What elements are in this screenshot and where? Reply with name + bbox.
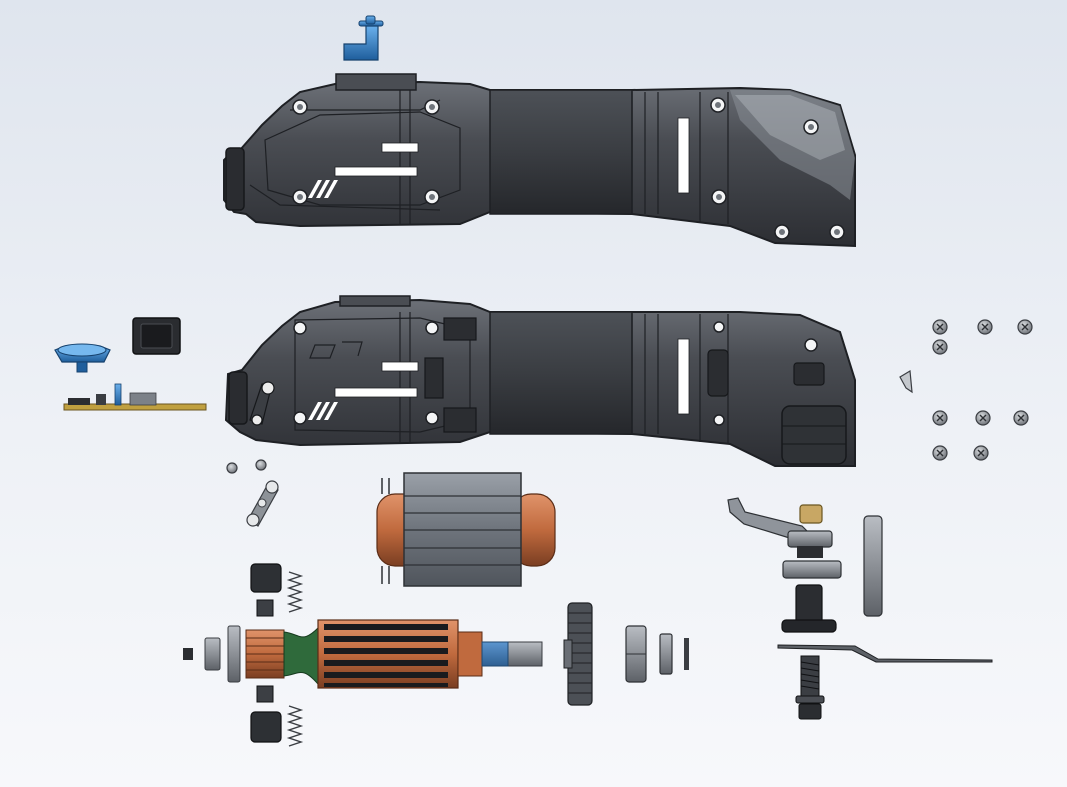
- blade: [777, 644, 993, 663]
- lock-clip: [343, 15, 384, 61]
- small-bracket: [899, 369, 913, 394]
- speed-dial: [54, 343, 111, 373]
- brush-springs: [286, 571, 304, 747]
- bottom-housing: [224, 295, 856, 467]
- spindle: [781, 560, 842, 633]
- screws: [226, 319, 1033, 474]
- armature: [183, 619, 543, 689]
- circuit-board: [63, 383, 207, 411]
- stator: [376, 472, 556, 587]
- fork-lever: [727, 497, 833, 558]
- bolt: [795, 655, 825, 720]
- link-arm: [246, 480, 279, 527]
- bearings: [625, 625, 689, 683]
- top-housing: [223, 73, 856, 248]
- carbon-brushes: [250, 563, 282, 743]
- pin: [863, 515, 883, 617]
- power-switch: [132, 317, 181, 355]
- fan: [563, 602, 593, 706]
